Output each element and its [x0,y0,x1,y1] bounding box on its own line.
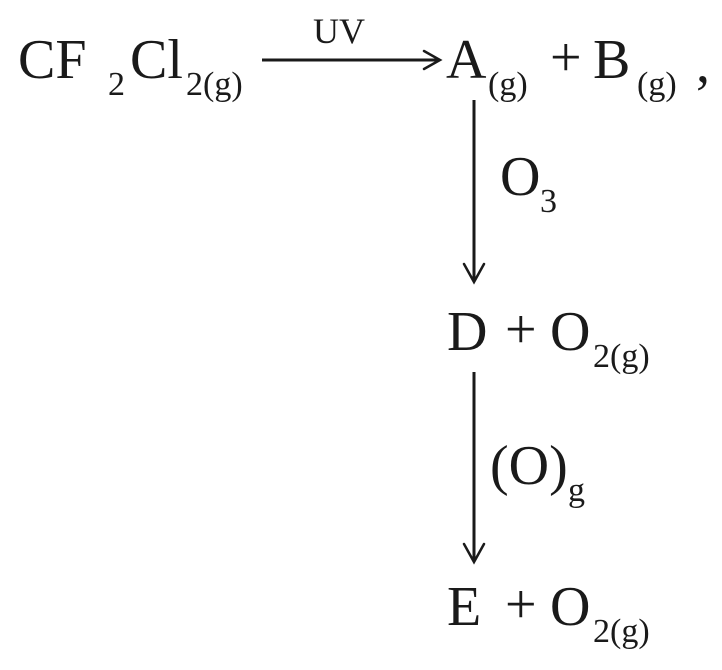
plus-sign-1: + [550,27,582,89]
product-a: A (g) [446,29,528,103]
reactant-formula: CF 2 Cl 2(g) [18,29,243,103]
oxygen-product-2: O [550,576,590,638]
ozone-label: O [500,146,540,208]
ozone-arrow: O 3 [462,100,557,285]
atomic-oxygen-label: (O) [490,435,568,497]
plus-sign-3: + [505,574,537,636]
uv-arrow-head [422,49,443,71]
oxygen-product-1: O [550,301,590,363]
oxygen-product-1-subscript: 2(g) [593,338,650,375]
uv-label: UV [313,11,365,51]
step1-products: D + O 2(g) [447,299,650,375]
product-b: B (g) , [593,29,710,103]
atomic-oxygen-arrow: (O) g [462,372,585,565]
plus-sign-2: + [505,299,537,361]
reactant-f-subscript: 2 [108,66,125,103]
product-b-symbol: B [593,29,630,91]
trailing-comma: , [696,33,710,95]
product-b-state: (g) [637,66,677,103]
reactant-cl-subscript: 2(g) [186,66,243,103]
reactant-cl: Cl [130,29,183,91]
product-a-symbol: A [446,29,487,91]
product-e: E [447,576,481,638]
oxygen-product-2-subscript: 2(g) [593,613,650,650]
ozone-subscript: 3 [540,183,557,220]
step2-products: E + O 2(g) [447,574,650,650]
uv-arrow: UV [262,11,443,71]
atomic-oxygen-subscript: g [568,472,585,509]
product-d: D [447,301,487,363]
atomic-oxygen-arrow-head [462,542,486,565]
product-a-state: (g) [488,66,528,103]
ozone-arrow-head [462,262,486,285]
reactant-cf: CF [18,29,87,91]
